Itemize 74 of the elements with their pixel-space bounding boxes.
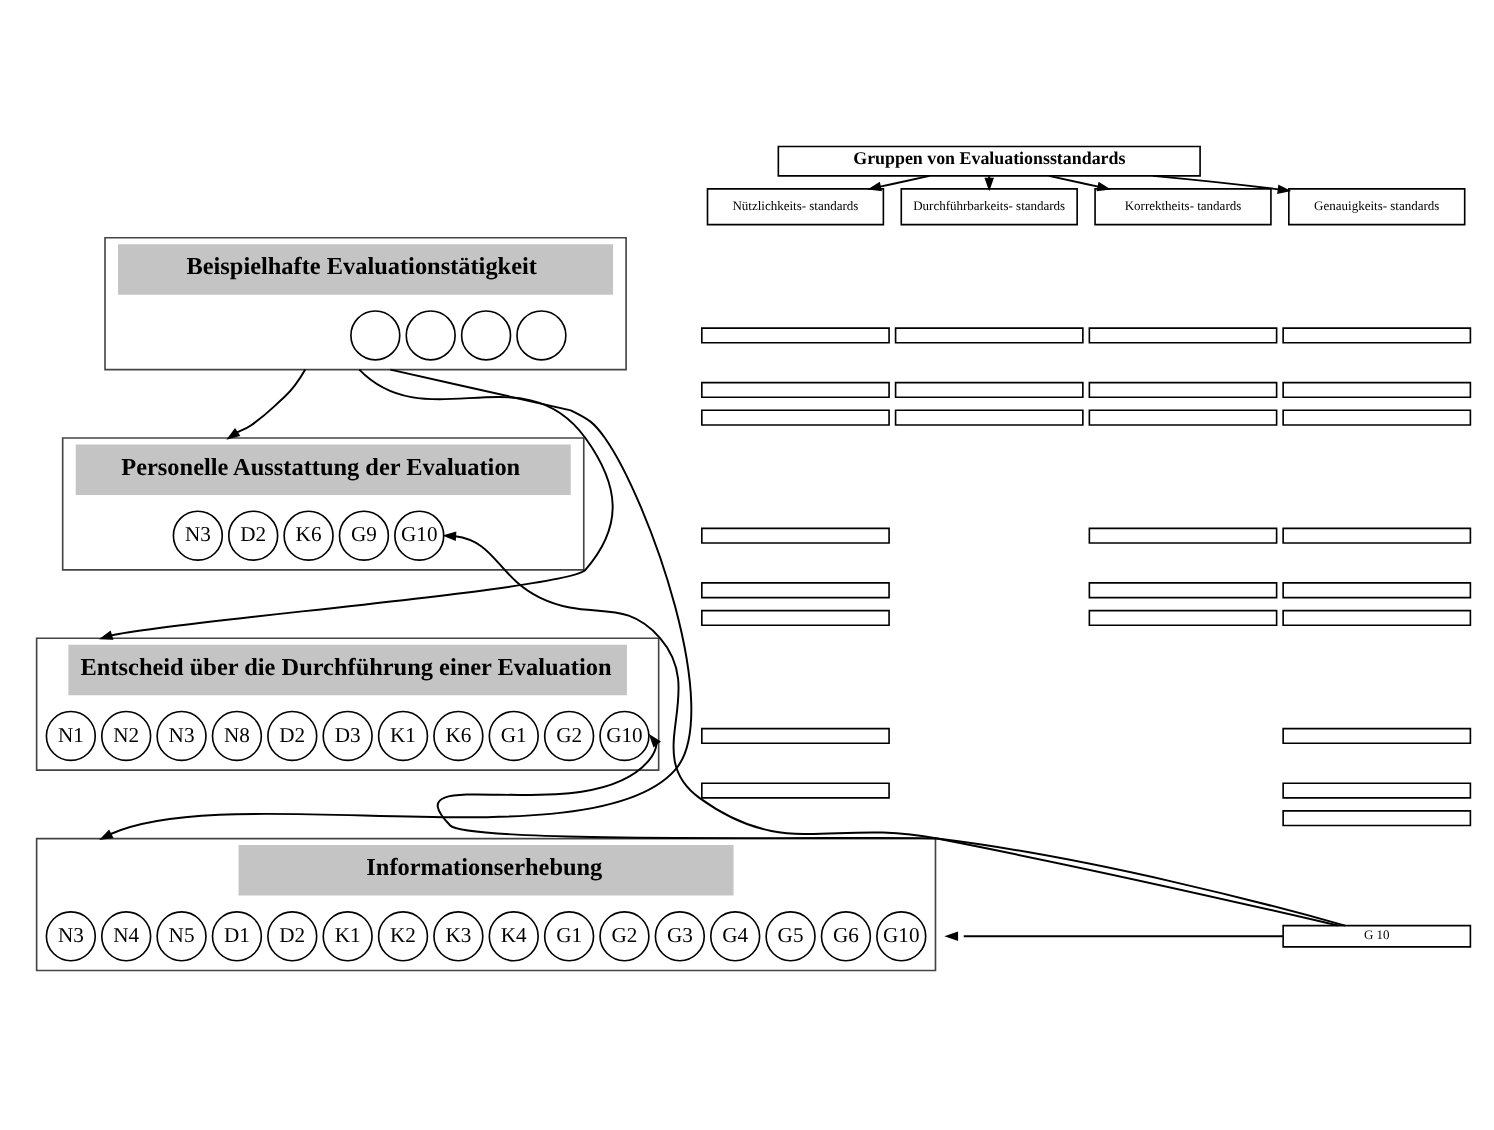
cluster: Beispielhafte Evaluationstätigkeit	[104, 236, 627, 371]
node-box	[701, 609, 890, 627]
node-box	[1282, 327, 1472, 344]
node-circle	[405, 310, 456, 361]
node-box	[1282, 727, 1472, 745]
arrow	[1151, 174, 1292, 195]
node-circle: N8	[211, 710, 263, 762]
node-box	[701, 782, 890, 799]
arrow	[867, 174, 931, 192]
node-circle: K3	[433, 911, 484, 962]
node-circle	[350, 310, 401, 361]
node-circle: N3	[45, 911, 97, 962]
node-circle: G2	[543, 710, 595, 762]
arrow	[98, 368, 614, 640]
node-circle: K6	[433, 710, 484, 762]
node-circle: D2	[267, 710, 318, 762]
node-box	[1282, 609, 1472, 627]
node-box	[894, 381, 1084, 399]
node-circle: G1	[543, 911, 595, 962]
node-circle: N3	[156, 710, 207, 762]
node-box	[1282, 582, 1472, 599]
node-circle: N1	[45, 710, 97, 762]
node-circle: K1	[377, 710, 429, 762]
node-box	[1282, 381, 1472, 399]
arrow	[442, 531, 1340, 927]
node-circle: D2	[227, 510, 279, 561]
node-box	[1088, 582, 1278, 599]
node-circle: D3	[322, 710, 373, 762]
node-circle	[460, 310, 512, 361]
node-box	[894, 327, 1084, 344]
arrow	[99, 368, 693, 840]
node-box	[701, 409, 890, 426]
node-circle: G10	[599, 710, 650, 762]
node-circle: G4	[709, 911, 761, 962]
node-box	[1282, 527, 1472, 544]
node-box	[894, 409, 1084, 426]
arrow	[226, 368, 307, 440]
node-box: Gruppen von Evaluationsstandards	[777, 145, 1201, 177]
node-circle: N2	[100, 710, 152, 762]
node-circle: N4	[100, 911, 152, 962]
node-box	[701, 327, 890, 344]
node-circle: K6	[283, 510, 334, 561]
arrow	[984, 175, 994, 192]
node-circle: G10	[394, 510, 445, 561]
node-circle: G2	[599, 911, 650, 962]
node-box	[701, 527, 890, 544]
node-circle: G5	[765, 911, 816, 962]
node-box	[701, 381, 890, 399]
node-circle: G6	[820, 911, 872, 962]
arrow	[1047, 174, 1111, 192]
node-box	[1282, 782, 1472, 799]
node-circle: G3	[654, 911, 706, 962]
node-circle: K4	[488, 911, 539, 962]
node-circle: N3	[172, 510, 224, 561]
node-circle	[516, 310, 567, 361]
node-circle: D1	[211, 911, 263, 962]
node-circle: G9	[338, 510, 390, 561]
node-circle: N5	[156, 911, 207, 962]
node-circle: K2	[377, 911, 429, 962]
node-box	[1088, 327, 1278, 344]
node-box	[1282, 409, 1472, 426]
node-box	[701, 582, 890, 599]
node-box	[1282, 810, 1472, 827]
node-box	[701, 727, 890, 745]
node-circle: G10	[876, 911, 927, 962]
node-box	[1088, 381, 1278, 399]
node-box	[1088, 609, 1278, 627]
arrow	[944, 931, 1284, 942]
arrow	[437, 733, 1347, 927]
node-circle: K1	[322, 911, 373, 962]
node-circle: D2	[267, 911, 318, 962]
node-circle: G1	[488, 710, 539, 762]
node-box	[1088, 409, 1278, 426]
node-box	[1088, 527, 1278, 544]
